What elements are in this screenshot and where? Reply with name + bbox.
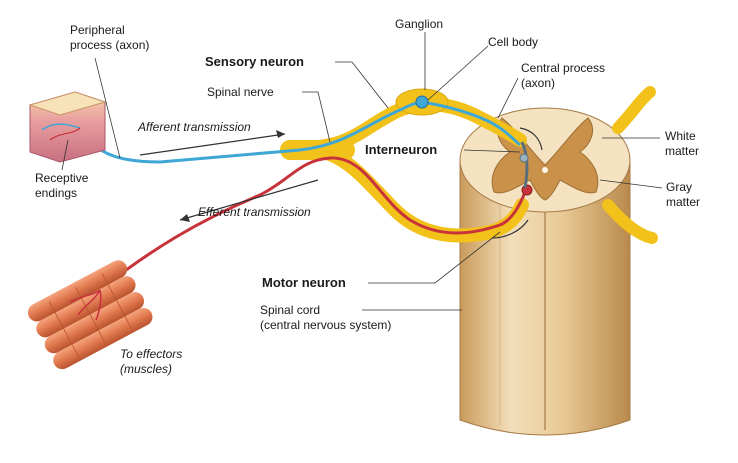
label-receptive-endings-2: endings xyxy=(35,186,77,200)
label-motor-neuron: Motor neuron xyxy=(262,275,346,290)
sensory-cell-body xyxy=(415,95,429,109)
muscle-bundle xyxy=(27,260,153,370)
spinal-cord xyxy=(459,107,631,436)
right-ventral-root xyxy=(602,199,658,244)
label-white-matter-2: matter xyxy=(665,144,699,158)
label-cell-body: Cell body xyxy=(488,35,538,49)
skin-block xyxy=(28,91,107,163)
efferent-arrow xyxy=(179,179,319,221)
label-efferent-transmission: Efferent transmission xyxy=(198,205,311,219)
central-canal xyxy=(542,167,548,173)
label-spinal-cord-2: (central nervous system) xyxy=(260,318,391,332)
sensory-neuron-axon xyxy=(78,100,521,164)
motor-neuron-axon xyxy=(99,156,527,292)
label-spinal-nerve: Spinal nerve xyxy=(207,85,274,99)
label-receptive-endings-1: Receptive xyxy=(35,171,89,185)
label-gray-matter-1: Gray xyxy=(666,180,692,194)
motor-cell-body xyxy=(521,184,533,196)
label-effectors-1: To effectors xyxy=(120,347,182,361)
label-effectors-2: (muscles) xyxy=(120,362,172,376)
label-sensory-neuron: Sensory neuron xyxy=(205,54,304,69)
label-ganglion: Ganglion xyxy=(395,17,443,31)
sensory-curve-arrow xyxy=(519,127,543,151)
interneuron xyxy=(519,141,529,189)
label-central-process-2: (axon) xyxy=(521,76,555,90)
label-interneuron: Interneuron xyxy=(365,142,437,157)
label-central-process-1: Central process xyxy=(521,61,605,75)
afferent-arrow xyxy=(139,133,286,156)
label-spinal-cord-1: Spinal cord xyxy=(260,303,320,317)
label-peripheral-process-2: process (axon) xyxy=(70,38,149,52)
label-gray-matter-2: matter xyxy=(666,195,700,209)
label-peripheral-process-1: Peripheral xyxy=(70,23,125,37)
efferent-arrowhead xyxy=(180,214,190,222)
leader-lines xyxy=(61,32,663,311)
motor-curve-arrow xyxy=(491,219,529,239)
label-afferent-transmission: Afferent transmission xyxy=(137,120,251,134)
label-white-matter-1: White xyxy=(665,129,696,143)
right-dorsal-root xyxy=(612,86,656,134)
afferent-arrowhead xyxy=(276,130,285,138)
